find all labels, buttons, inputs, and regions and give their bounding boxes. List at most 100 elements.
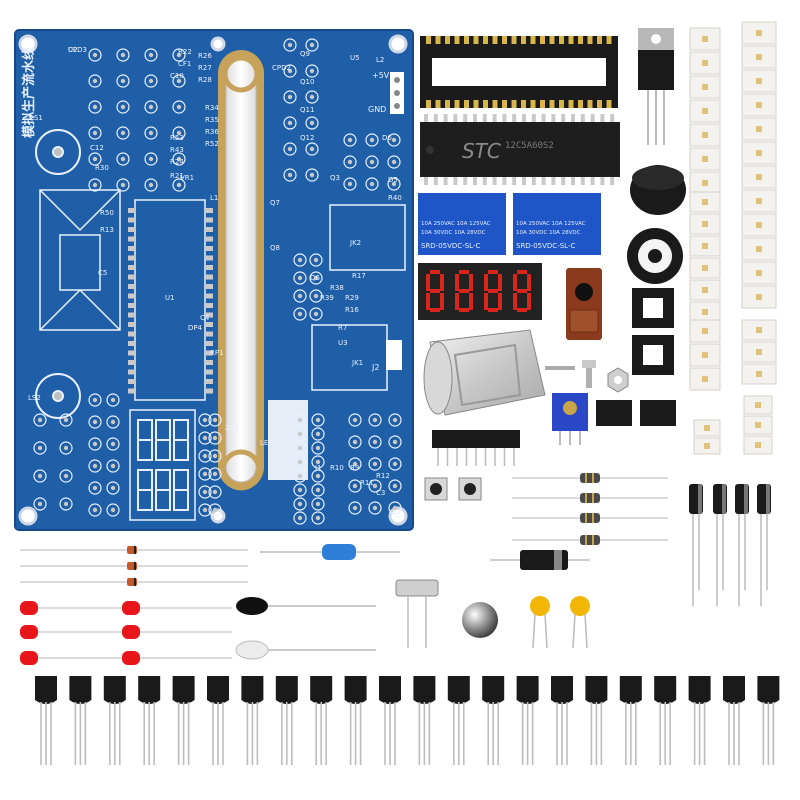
pcb-pad-hole xyxy=(297,275,303,281)
pcb-pad xyxy=(198,449,212,463)
ref-designator: R30 xyxy=(95,164,109,172)
speaker-pads xyxy=(35,129,81,419)
label-j2: J2 xyxy=(371,363,379,372)
pcb-pad-hole xyxy=(315,501,321,507)
pcb-pad xyxy=(88,74,102,88)
mcu-pad xyxy=(128,293,136,299)
ref-designator: LS2 xyxy=(28,394,41,402)
pcb-pad-hole xyxy=(110,397,116,403)
chip-pin xyxy=(473,114,477,122)
pcb-pad-hole xyxy=(369,181,375,187)
mcu-pad xyxy=(205,274,213,280)
display-segment xyxy=(430,289,440,293)
pcb-pad-hole xyxy=(352,483,358,489)
pcb-pad xyxy=(348,413,362,427)
pcb-pad-hole xyxy=(212,417,218,423)
chip-pin xyxy=(433,177,438,185)
display-segment xyxy=(430,308,440,312)
pcb-pad-hole xyxy=(297,445,303,451)
pcb-pad-hole xyxy=(391,181,397,187)
ref-designator: R27 xyxy=(198,64,212,72)
ref-designator: RP1 xyxy=(210,349,224,357)
pcb-pad xyxy=(387,155,401,169)
header-pin xyxy=(756,126,762,132)
mcu-footprint xyxy=(134,199,206,401)
socket-pin xyxy=(426,36,431,44)
pcb-pad xyxy=(305,142,319,156)
mcu-pad xyxy=(205,255,213,261)
red-led xyxy=(122,625,140,639)
chip-pin xyxy=(463,114,468,122)
pcb-pad-hole xyxy=(92,156,98,162)
pcb-pad xyxy=(388,435,402,449)
chip-pin xyxy=(531,114,536,122)
resistor-band xyxy=(592,535,594,545)
ref-designator: R39 xyxy=(320,294,334,302)
pushbutton-1 xyxy=(424,477,448,501)
display-segment xyxy=(513,274,517,291)
transistor xyxy=(172,676,195,704)
pcb-pad xyxy=(144,100,158,114)
pcb-pad xyxy=(343,133,357,147)
pcb-pad xyxy=(368,435,382,449)
header-pin xyxy=(702,132,708,138)
chip-pin xyxy=(424,177,428,185)
pcb-pad xyxy=(293,271,307,285)
pcb-pad xyxy=(305,168,319,182)
pcb-pad xyxy=(88,178,102,192)
component-pads xyxy=(33,38,402,525)
transistor xyxy=(103,676,126,704)
pcb-pad-hole xyxy=(92,463,98,469)
header-pin xyxy=(702,156,708,162)
pcb-pad xyxy=(387,177,401,191)
pcb-pad xyxy=(88,459,102,473)
header-pin xyxy=(755,422,761,428)
diodes xyxy=(20,546,248,586)
header-pin xyxy=(756,294,762,300)
header-pin xyxy=(756,222,762,228)
pcb-pad-hole xyxy=(372,461,378,467)
pcb-pad-hole xyxy=(148,156,154,162)
pcb-pad-hole xyxy=(212,489,218,495)
pcb-pad-hole xyxy=(392,461,398,467)
display-segment xyxy=(440,293,444,310)
pcb-pad xyxy=(348,479,362,493)
chip-pin xyxy=(453,114,458,122)
chip-pin xyxy=(502,114,507,122)
pcb-pad-hole xyxy=(369,137,375,143)
pcb-pad-hole xyxy=(347,159,353,165)
ref-designator: Q9 xyxy=(300,50,310,58)
mcu-pad xyxy=(128,236,136,242)
pcb-pad xyxy=(144,152,158,166)
display-segment xyxy=(527,293,531,310)
pcb-pad-hole xyxy=(212,435,218,441)
pcb-pad xyxy=(309,307,323,321)
header-pin xyxy=(756,371,762,377)
red-led xyxy=(122,651,140,665)
pcb-pad xyxy=(343,177,357,191)
pcb-pad-hole xyxy=(309,172,315,178)
mcu-pad xyxy=(128,369,136,375)
ref-designator: R9 xyxy=(350,464,359,472)
pcb-pad xyxy=(368,479,382,493)
mcu-pad xyxy=(205,208,213,213)
pcb-pad xyxy=(106,415,120,429)
pcb-pad-hole xyxy=(287,94,293,100)
socket-pin xyxy=(435,100,441,108)
resistor-band xyxy=(592,473,594,483)
pcb-pad-hole xyxy=(287,172,293,178)
mcu-pad xyxy=(205,236,213,242)
ref-designator: VR1 xyxy=(180,174,194,182)
socket-pin xyxy=(549,36,555,44)
pcb-pad xyxy=(305,38,319,52)
pcb-pad-hole xyxy=(37,473,43,479)
ref-designator: D5 xyxy=(388,176,398,184)
socket-pin xyxy=(568,100,574,108)
socket-pin xyxy=(578,36,583,44)
pcb-pad xyxy=(88,437,102,451)
pcb-pad-hole xyxy=(202,507,208,513)
pcb-pad xyxy=(59,413,73,427)
pcb-pad-hole xyxy=(176,52,182,58)
chip-pin xyxy=(600,114,605,122)
pcb-pad xyxy=(88,503,102,517)
